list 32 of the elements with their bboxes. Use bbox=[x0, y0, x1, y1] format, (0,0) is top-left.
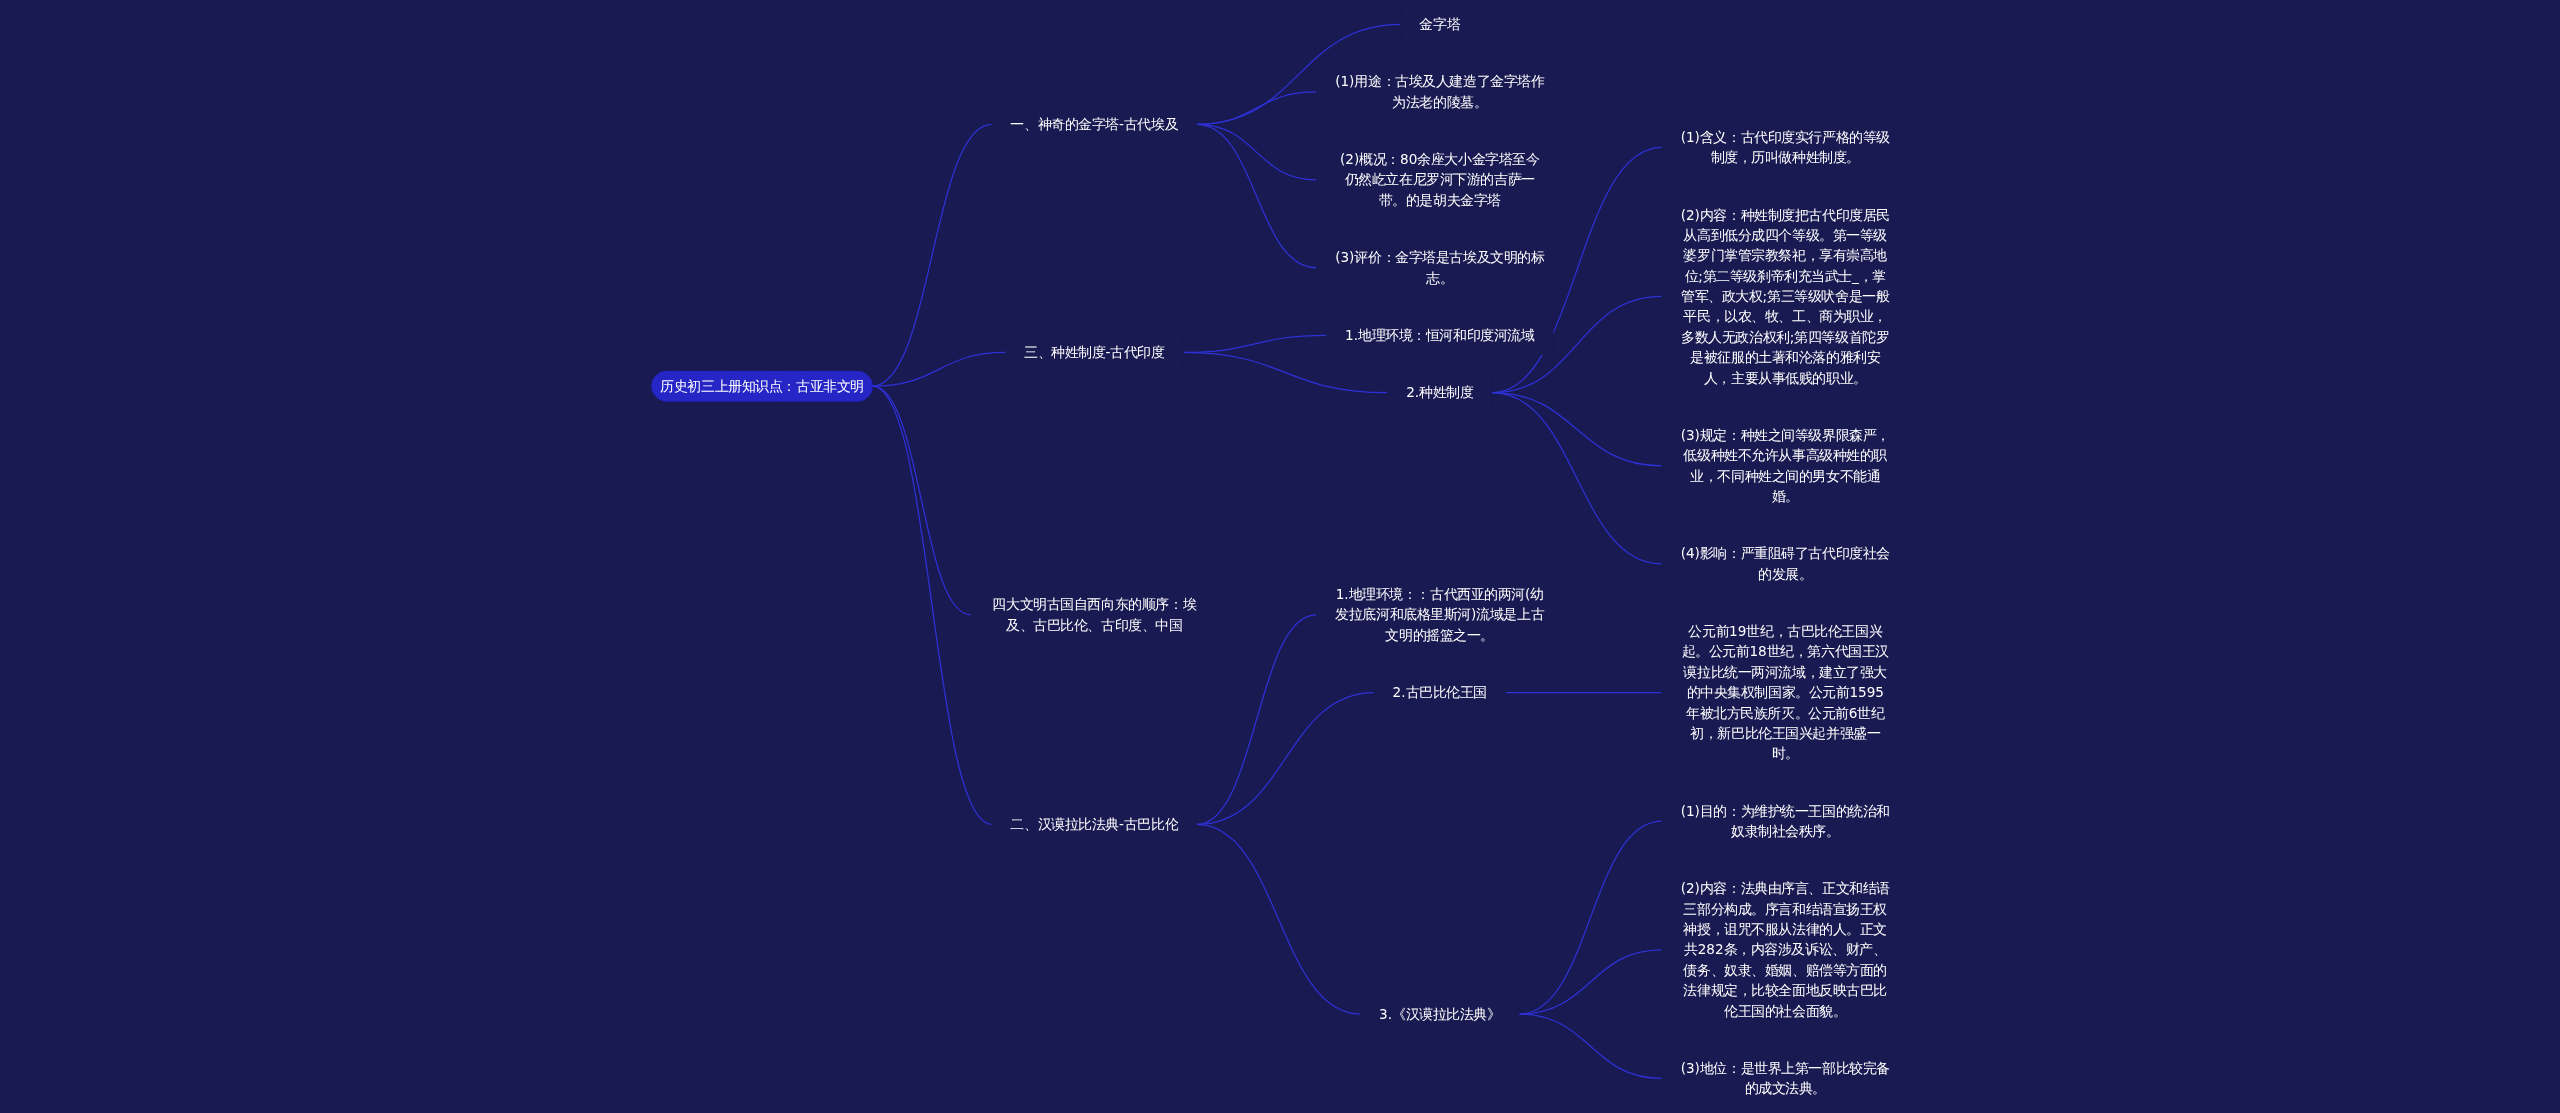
connector bbox=[871, 123, 993, 387]
node-text: 金字塔 bbox=[1419, 16, 1460, 33]
connector bbox=[1182, 351, 1388, 394]
node-text: (1)目的：为维护统一王国的统治和奴隶制社会秩序。 bbox=[1680, 803, 1890, 840]
node-text: (1)用途：古埃及人建造了金字塔作为法老的陵墓。 bbox=[1334, 74, 1545, 110]
connector bbox=[1491, 392, 1663, 565]
node-text: (2)内容：种姓制度把古代印度居民从高到低分成四个等级。第一等级婆罗门掌管宗教祭祀，享有崇高地位;第二等级刹帝利充当武士_，掌管军、政大权;第三等级吠舍是一般平民，以农、牧、工、商为职业，多数人无政治权利;第四等级首陀罗是被征服的土著和沦落的雅利安人，主要从事低贱的职业。 bbox=[1680, 207, 1890, 386]
connector bbox=[1195, 823, 1361, 1015]
node-text: 2.种姓制度 bbox=[1405, 384, 1474, 401]
node-text: (4)影响：严重阻碍了古代印度社会的发展。 bbox=[1680, 546, 1890, 582]
node-text: (3)评价：金字塔是古埃及文明的标志。 bbox=[1334, 249, 1545, 286]
node-text: 2.古巴比伦王国 bbox=[1392, 684, 1487, 701]
node-text: (3)规定：种姓之间等级界限森严，低级种姓不允许从事高级种姓的职业，不同种姓之间的男女不能通婚。 bbox=[1680, 427, 1890, 505]
node-text: (3)地位：是世界上第一部比较完备的成文法典。 bbox=[1680, 1060, 1890, 1097]
connector bbox=[1518, 820, 1663, 1015]
node-text: 三、种姓制度-古代印度 bbox=[1023, 344, 1165, 361]
node-text: (2)概况：80余座大小金字塔至今仍然屹立在尼罗河下游的吉萨一带。的是胡夫金字塔 bbox=[1339, 151, 1540, 208]
connector bbox=[871, 385, 993, 826]
connector bbox=[1195, 123, 1317, 269]
node-text: (1)含义：古代印度实行严格的等级制度，历叫做种姓制度。 bbox=[1680, 129, 1890, 166]
node-text: 1.地理环境：：古代西亚的两河(幼发拉底河和底格里斯河)流域是上古文明的摇篮之一。 bbox=[1335, 586, 1544, 643]
node-text: 一、神奇的金字塔-古代埃及 bbox=[1010, 116, 1178, 133]
node-text: 二、汉谟拉比法典-古巴比伦 bbox=[1010, 816, 1178, 833]
connector bbox=[1504, 691, 1663, 694]
node-text: 公元前19世纪，古巴比伦王国兴起。公元前18世纪，第六代国王汉谟拉比统一两河流域，建立了强大的中央集权制国家。公元前1595年被北方民族所灭。公元前6世纪初，新巴比伦王国兴起并强盛一时。 bbox=[1681, 623, 1889, 762]
node-text: (2)内容：法典由序言、正文和结语三部分构成。序言和结语宣扬王权神授，诅咒不服从法律的人。正文共282条，内容涉及诉讼、财产、债务、奴隶、婚姻、赔偿等方面的法律规定，比较全面地反映古巴比伦王国的社会面貌。 bbox=[1680, 881, 1890, 1019]
connector bbox=[1518, 949, 1663, 1015]
node-text: 3.《汉谟拉比法典》 bbox=[1378, 1006, 1501, 1022]
connector bbox=[871, 351, 1006, 387]
node-text: 四大文明古国自西向东的顺序：埃及、古巴比伦、古印度、中国 bbox=[992, 596, 1196, 633]
connector bbox=[1518, 1013, 1663, 1080]
node-text: 1.地理环境：恒河和印度河流域 bbox=[1344, 327, 1535, 344]
